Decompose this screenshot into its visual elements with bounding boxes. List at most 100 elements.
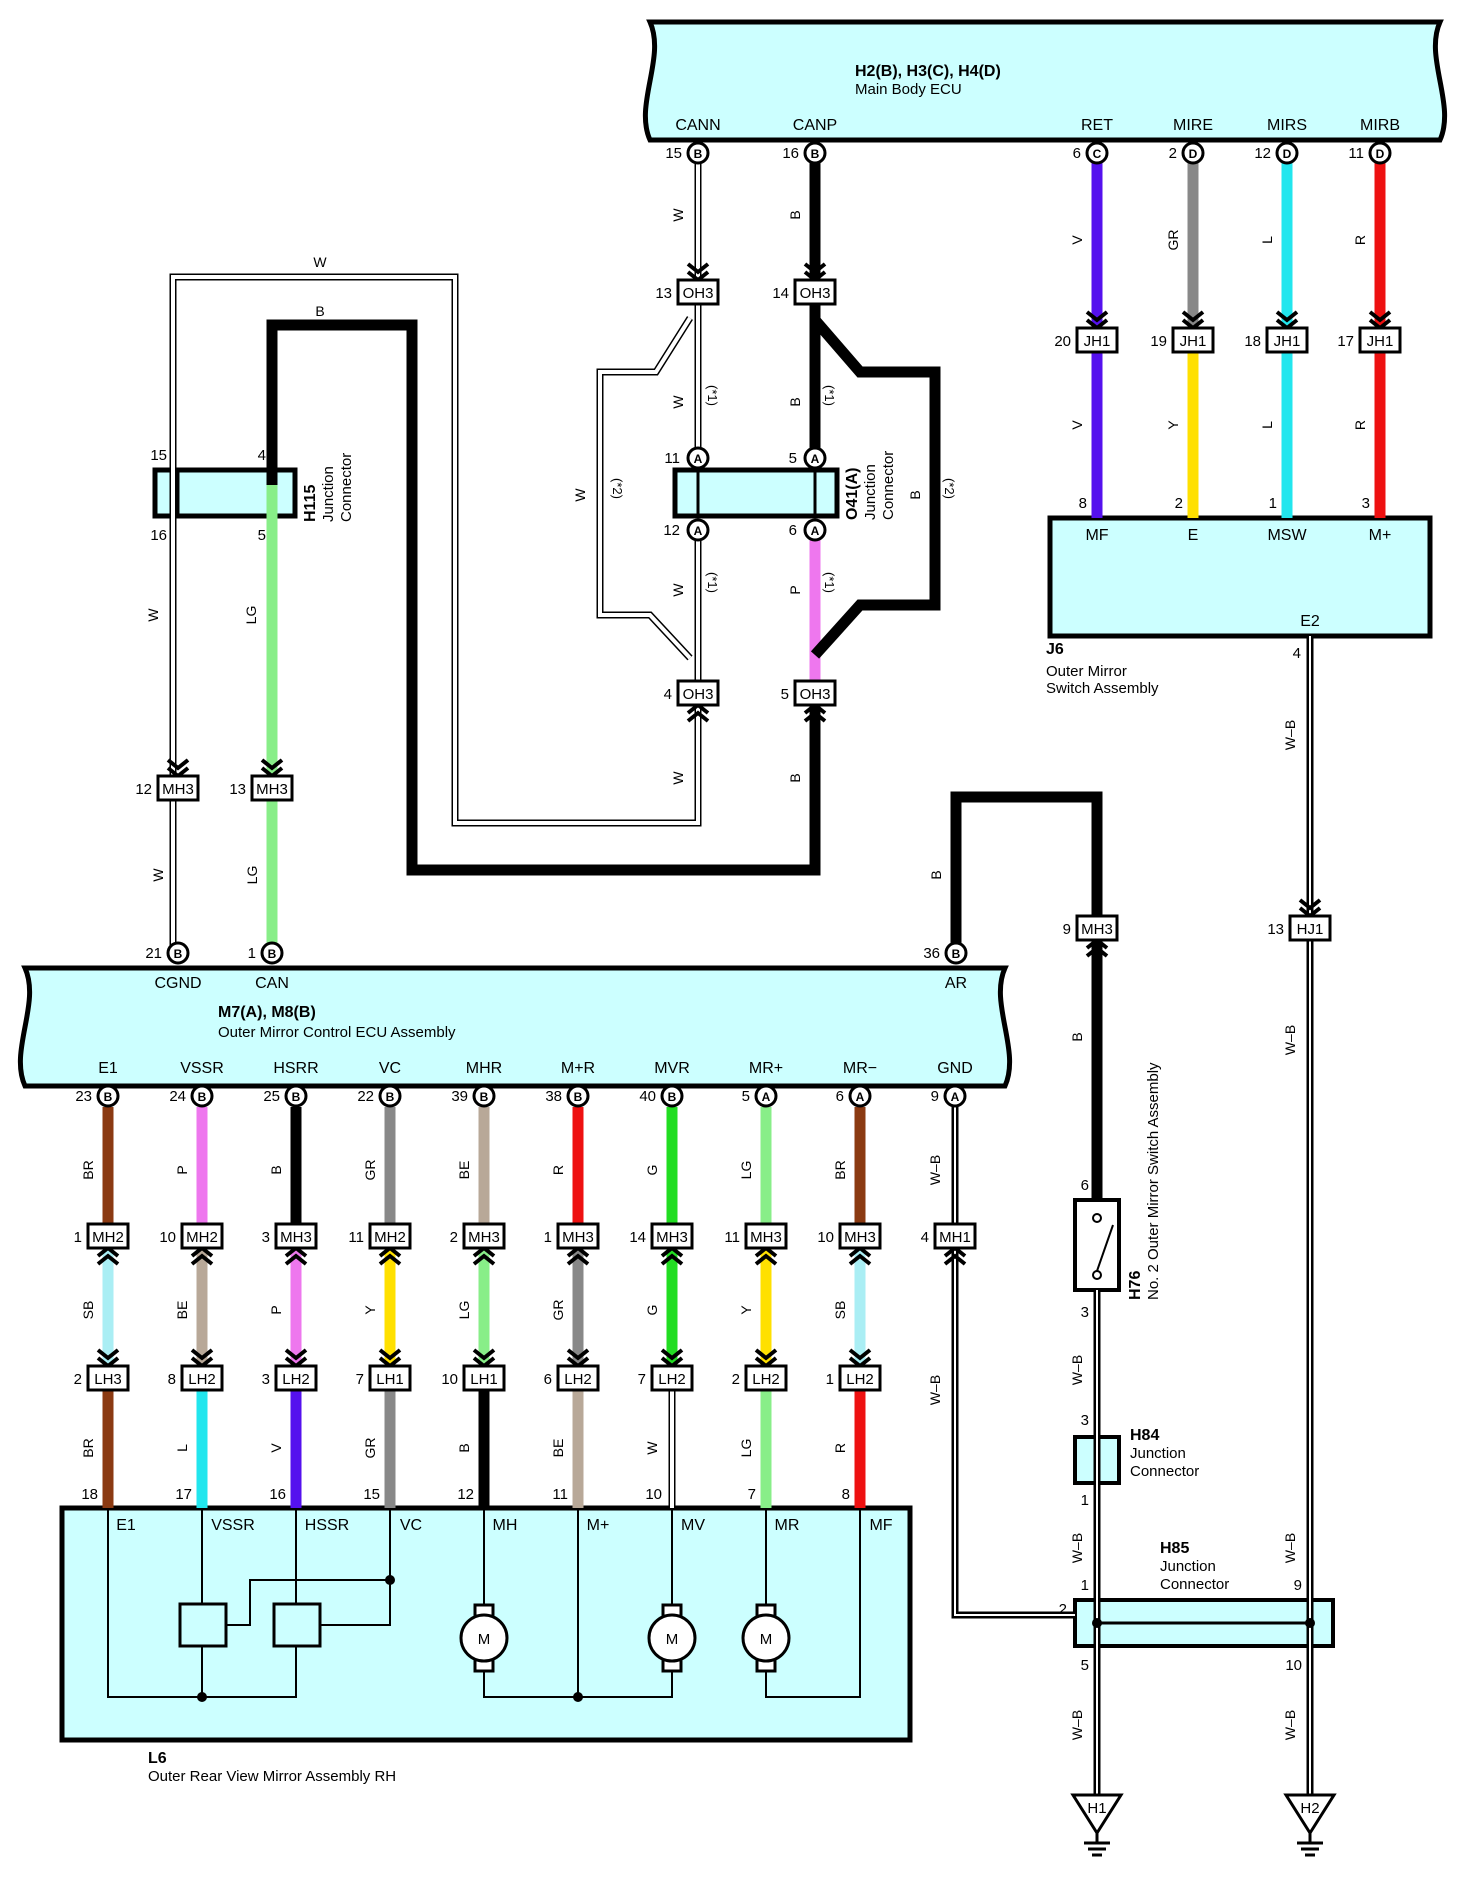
h115-pin-2: 16: [150, 527, 167, 544]
conn-mh2_11-label: MH2: [374, 1229, 406, 1246]
wl-hj1: W–B: [1282, 1025, 1298, 1055]
wl-mid-3: Y: [362, 1305, 378, 1315]
h76-pin-0: 6: [1081, 1177, 1089, 1194]
main-body-ecu-pin-0: CANN: [675, 117, 720, 134]
conn-lh1_10: [462, 1364, 506, 1392]
conn-jh1_18-pin: 18: [1244, 333, 1261, 350]
h85-code: H85: [1160, 1540, 1189, 1557]
mirror-ecu-bottom-pin-8: MR−: [843, 1060, 877, 1077]
wire-bypass-b: [810, 316, 941, 659]
conn-lh2_1-label: LH2: [846, 1371, 874, 1388]
main-body-ecu-code: H2(B), H3(C), H4(D): [855, 63, 1001, 80]
wl-bypass-w: W: [572, 488, 588, 502]
mirror-switch-pinnum-2: 1: [1269, 495, 1277, 512]
conn-mh3_10-pin: 10: [817, 1229, 834, 1246]
main-body-ecu-pin-4: MIRS: [1267, 117, 1307, 134]
mirror-rh-vertical-sensor: [178, 1602, 228, 1648]
main-body-ecu-terminal-4-letter: D: [1283, 147, 1292, 161]
conn-mh3_1-label: MH3: [562, 1229, 594, 1246]
text-layer: H2(B), H3(C), H4(D)Main Body ECUCANNB15C…: [74, 63, 1400, 1817]
conn-mh3_11: [744, 1222, 788, 1250]
o41-term-12-letter: A: [694, 524, 703, 538]
conn-lh2_7-pin: 7: [638, 1371, 646, 1388]
conn-mh1_4-label: MH1: [939, 1229, 971, 1246]
mirror-ecu-top-terminal-2: [944, 941, 968, 965]
conn-mh3_1-chevron-b: [566, 1253, 590, 1266]
conn-mh1_4: [933, 1222, 977, 1250]
h84-name-0: Junction: [1130, 1445, 1186, 1462]
conn-lh2_2-chevron-b: [754, 1348, 778, 1361]
mirror-ecu-bottom-pinnum-5: 38: [545, 1088, 562, 1105]
conn-mh3_2-label: MH3: [468, 1229, 500, 1246]
conn-lh1_10-pin: 10: [441, 1371, 458, 1388]
mirror-rh-pin-0: E1: [116, 1517, 136, 1534]
wl-lower-7: LG: [738, 1439, 754, 1458]
note-star1-p-lower: (*1): [822, 572, 837, 593]
mirror-ecu-top-pinnum-1: 1: [248, 945, 256, 962]
wl-mh3-w: W: [150, 868, 166, 882]
main-body-ecu-terminal-0-letter: B: [694, 147, 703, 161]
conn-lh2_6-label: LH2: [564, 1371, 592, 1388]
wl-w-loop: W: [313, 254, 327, 270]
conn-mh3_9-chevron-b: [1085, 945, 1109, 958]
mirror-ecu-top-terminal-0-letter: B: [174, 947, 183, 961]
conn-mh3_2-chevron-b: [472, 1253, 496, 1266]
mirror-switch-pinnum-e2: 4: [1293, 645, 1301, 662]
conn-oh3_4-pin: 4: [664, 686, 672, 703]
h85-pin-0: 2: [1059, 1601, 1067, 1618]
main-body-ecu-pinnum-3: 2: [1169, 145, 1177, 162]
mirror-rh-vc-junction: [385, 1575, 395, 1585]
conn-mh3_3-pin: 3: [262, 1229, 270, 1246]
conn-mh3_3: [274, 1222, 318, 1250]
conn-mh3_11-pin: 11: [724, 1229, 740, 1246]
mirror-switch-name-0: Outer Mirror: [1046, 663, 1127, 680]
conn-oh3_14: [793, 278, 837, 306]
wl-cann-top: W: [670, 208, 686, 222]
h76-code: H76: [1127, 1271, 1144, 1300]
mirror-ecu-bottom-terminal-2-letter: B: [292, 1090, 301, 1104]
wl-mid-8: SB: [832, 1301, 848, 1320]
mirror-switch-pin-e2: E2: [1300, 613, 1320, 630]
wl-e: Y: [1165, 420, 1181, 430]
wl-ecu-bottom-3: GR: [362, 1160, 378, 1181]
main-body-ecu: [643, 19, 1447, 143]
main-body-ecu-terminal-0: [686, 141, 710, 165]
o41-term-5-letter: A: [811, 452, 820, 466]
wl-mid-6: G: [644, 1305, 660, 1316]
conn-lh1_7: [368, 1364, 412, 1392]
mirror-ecu-bottom-terminal-6: [660, 1084, 684, 1108]
h115-pin-1: 4: [258, 447, 266, 464]
mirror-rh-pin-3: VC: [400, 1517, 422, 1534]
conn-jh1_19-label: JH1: [1180, 333, 1207, 350]
conn-lh2_3: [274, 1364, 318, 1392]
conn-mh3_13-chevron-b: [260, 758, 284, 771]
main-body-ecu-name: Main Body ECU: [855, 81, 962, 98]
wl-hj1-h85: W–B: [1282, 1533, 1298, 1563]
conn-mh3_13-pin: 13: [229, 781, 246, 798]
wl-o41-p-lower: P: [787, 585, 803, 594]
h76-name: No. 2 Outer Mirror Switch Assembly: [1145, 1062, 1162, 1300]
conn-jh1_18-chevron-b: [1275, 310, 1299, 323]
mirror-rh-motor-v-label: M: [666, 1631, 679, 1648]
mirror-ecu-bottom-terminal-4: [472, 1084, 496, 1108]
conn-lh3_2: [86, 1364, 130, 1392]
wire-b-loop: [266, 319, 821, 876]
wire-w-loop-outline: [169, 273, 702, 827]
conn-lh2_2-pin: 2: [732, 1371, 740, 1388]
mirror-ecu-top-terminal-2-letter: B: [952, 947, 961, 961]
conn-jh1_20-pin: 20: [1054, 333, 1071, 350]
mirror-rh-pinnum-5: 11: [552, 1486, 568, 1503]
wire-bypass-w: [598, 316, 692, 660]
conn-lh1_10-label: LH1: [470, 1371, 498, 1388]
wl-ecu-bottom-5: R: [550, 1165, 566, 1175]
wl-ret: V: [1069, 235, 1085, 245]
note-star2-w: (*2): [610, 478, 625, 499]
conn-lh2_8: [180, 1364, 224, 1392]
h85-name-1: Connector: [1160, 1576, 1229, 1593]
mirror-switch-pin-3: M+: [1369, 527, 1392, 544]
conn-mh3_13: [250, 774, 294, 802]
mirror-rh-vc-line-a: [226, 1508, 391, 1626]
conn-mh2_10-pin: 10: [159, 1229, 176, 1246]
conn-hj1_13-chevron-b: [1298, 898, 1322, 911]
wl-h84-h85: W–B: [1069, 1533, 1085, 1563]
